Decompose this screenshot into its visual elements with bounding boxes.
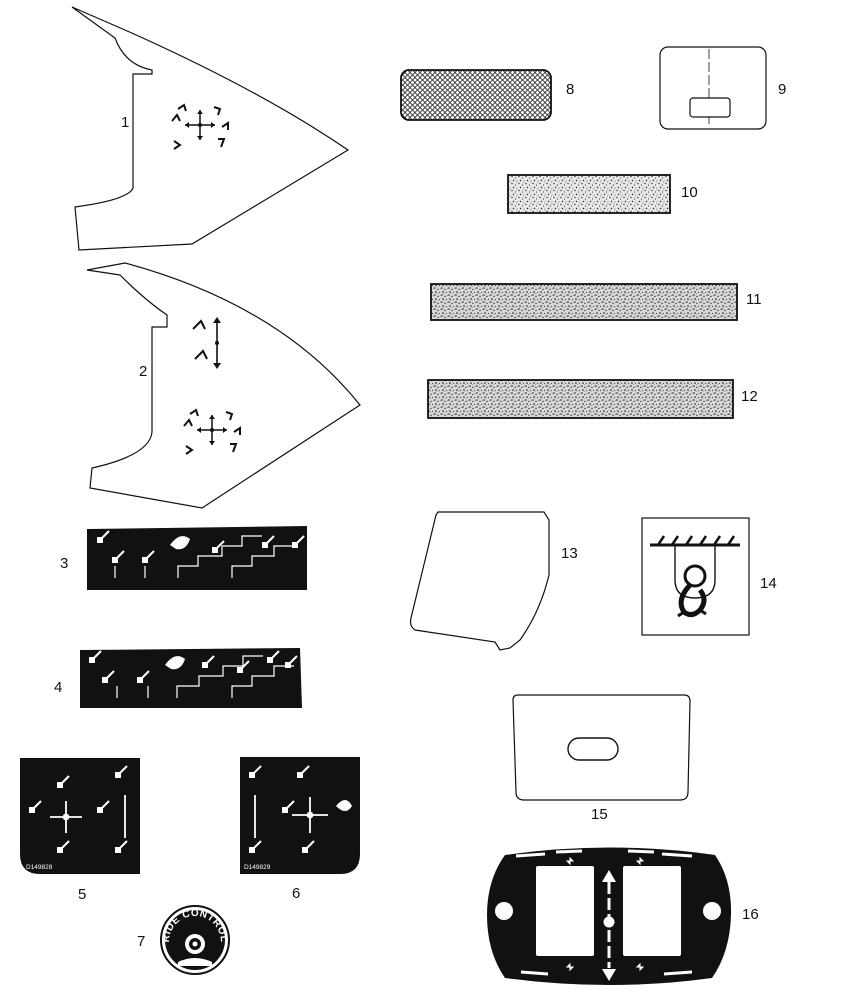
foam-strip-part-11 [430, 283, 738, 321]
callout-4: 4 [54, 679, 63, 696]
callout-8: 8 [566, 81, 575, 98]
decal-code-5: D149828 [26, 864, 53, 871]
plate-part-9 [659, 46, 767, 130]
callout-1: 1 [121, 114, 130, 131]
decal-part-4 [80, 648, 302, 708]
mesh-pad-part-8 [400, 69, 552, 121]
callout-3: 3 [60, 555, 69, 572]
decal-code-6: D149829 [244, 864, 271, 871]
panel-part-1 [71, 6, 350, 251]
panel-part-2 [86, 262, 361, 509]
decal-part-5: D149828 [20, 758, 140, 874]
callout-5: 5 [78, 886, 87, 903]
frame-decal-part-16 [487, 847, 732, 985]
foam-strip-part-10 [507, 174, 671, 214]
callout-12: 12 [741, 388, 758, 405]
callout-15: 15 [591, 806, 608, 823]
decal-part-3 [87, 526, 307, 590]
ride-control-badge: RIDE CONTROL [160, 905, 230, 975]
callout-16: 16 [742, 906, 759, 923]
glass-panel-part-13 [409, 511, 550, 651]
foam-strip-part-12 [427, 379, 734, 419]
callout-11: 11 [746, 291, 762, 308]
callout-14: 14 [760, 575, 777, 592]
decal-part-6: D149829 [240, 757, 360, 874]
callout-2: 2 [139, 363, 148, 380]
callout-13: 13 [561, 545, 578, 562]
lifting-sign-part-14 [641, 517, 750, 636]
callout-9: 9 [778, 81, 787, 98]
plate-part-15 [512, 694, 691, 801]
callout-7: 7 [137, 933, 146, 950]
callout-10: 10 [681, 184, 698, 201]
callout-6: 6 [292, 885, 301, 902]
